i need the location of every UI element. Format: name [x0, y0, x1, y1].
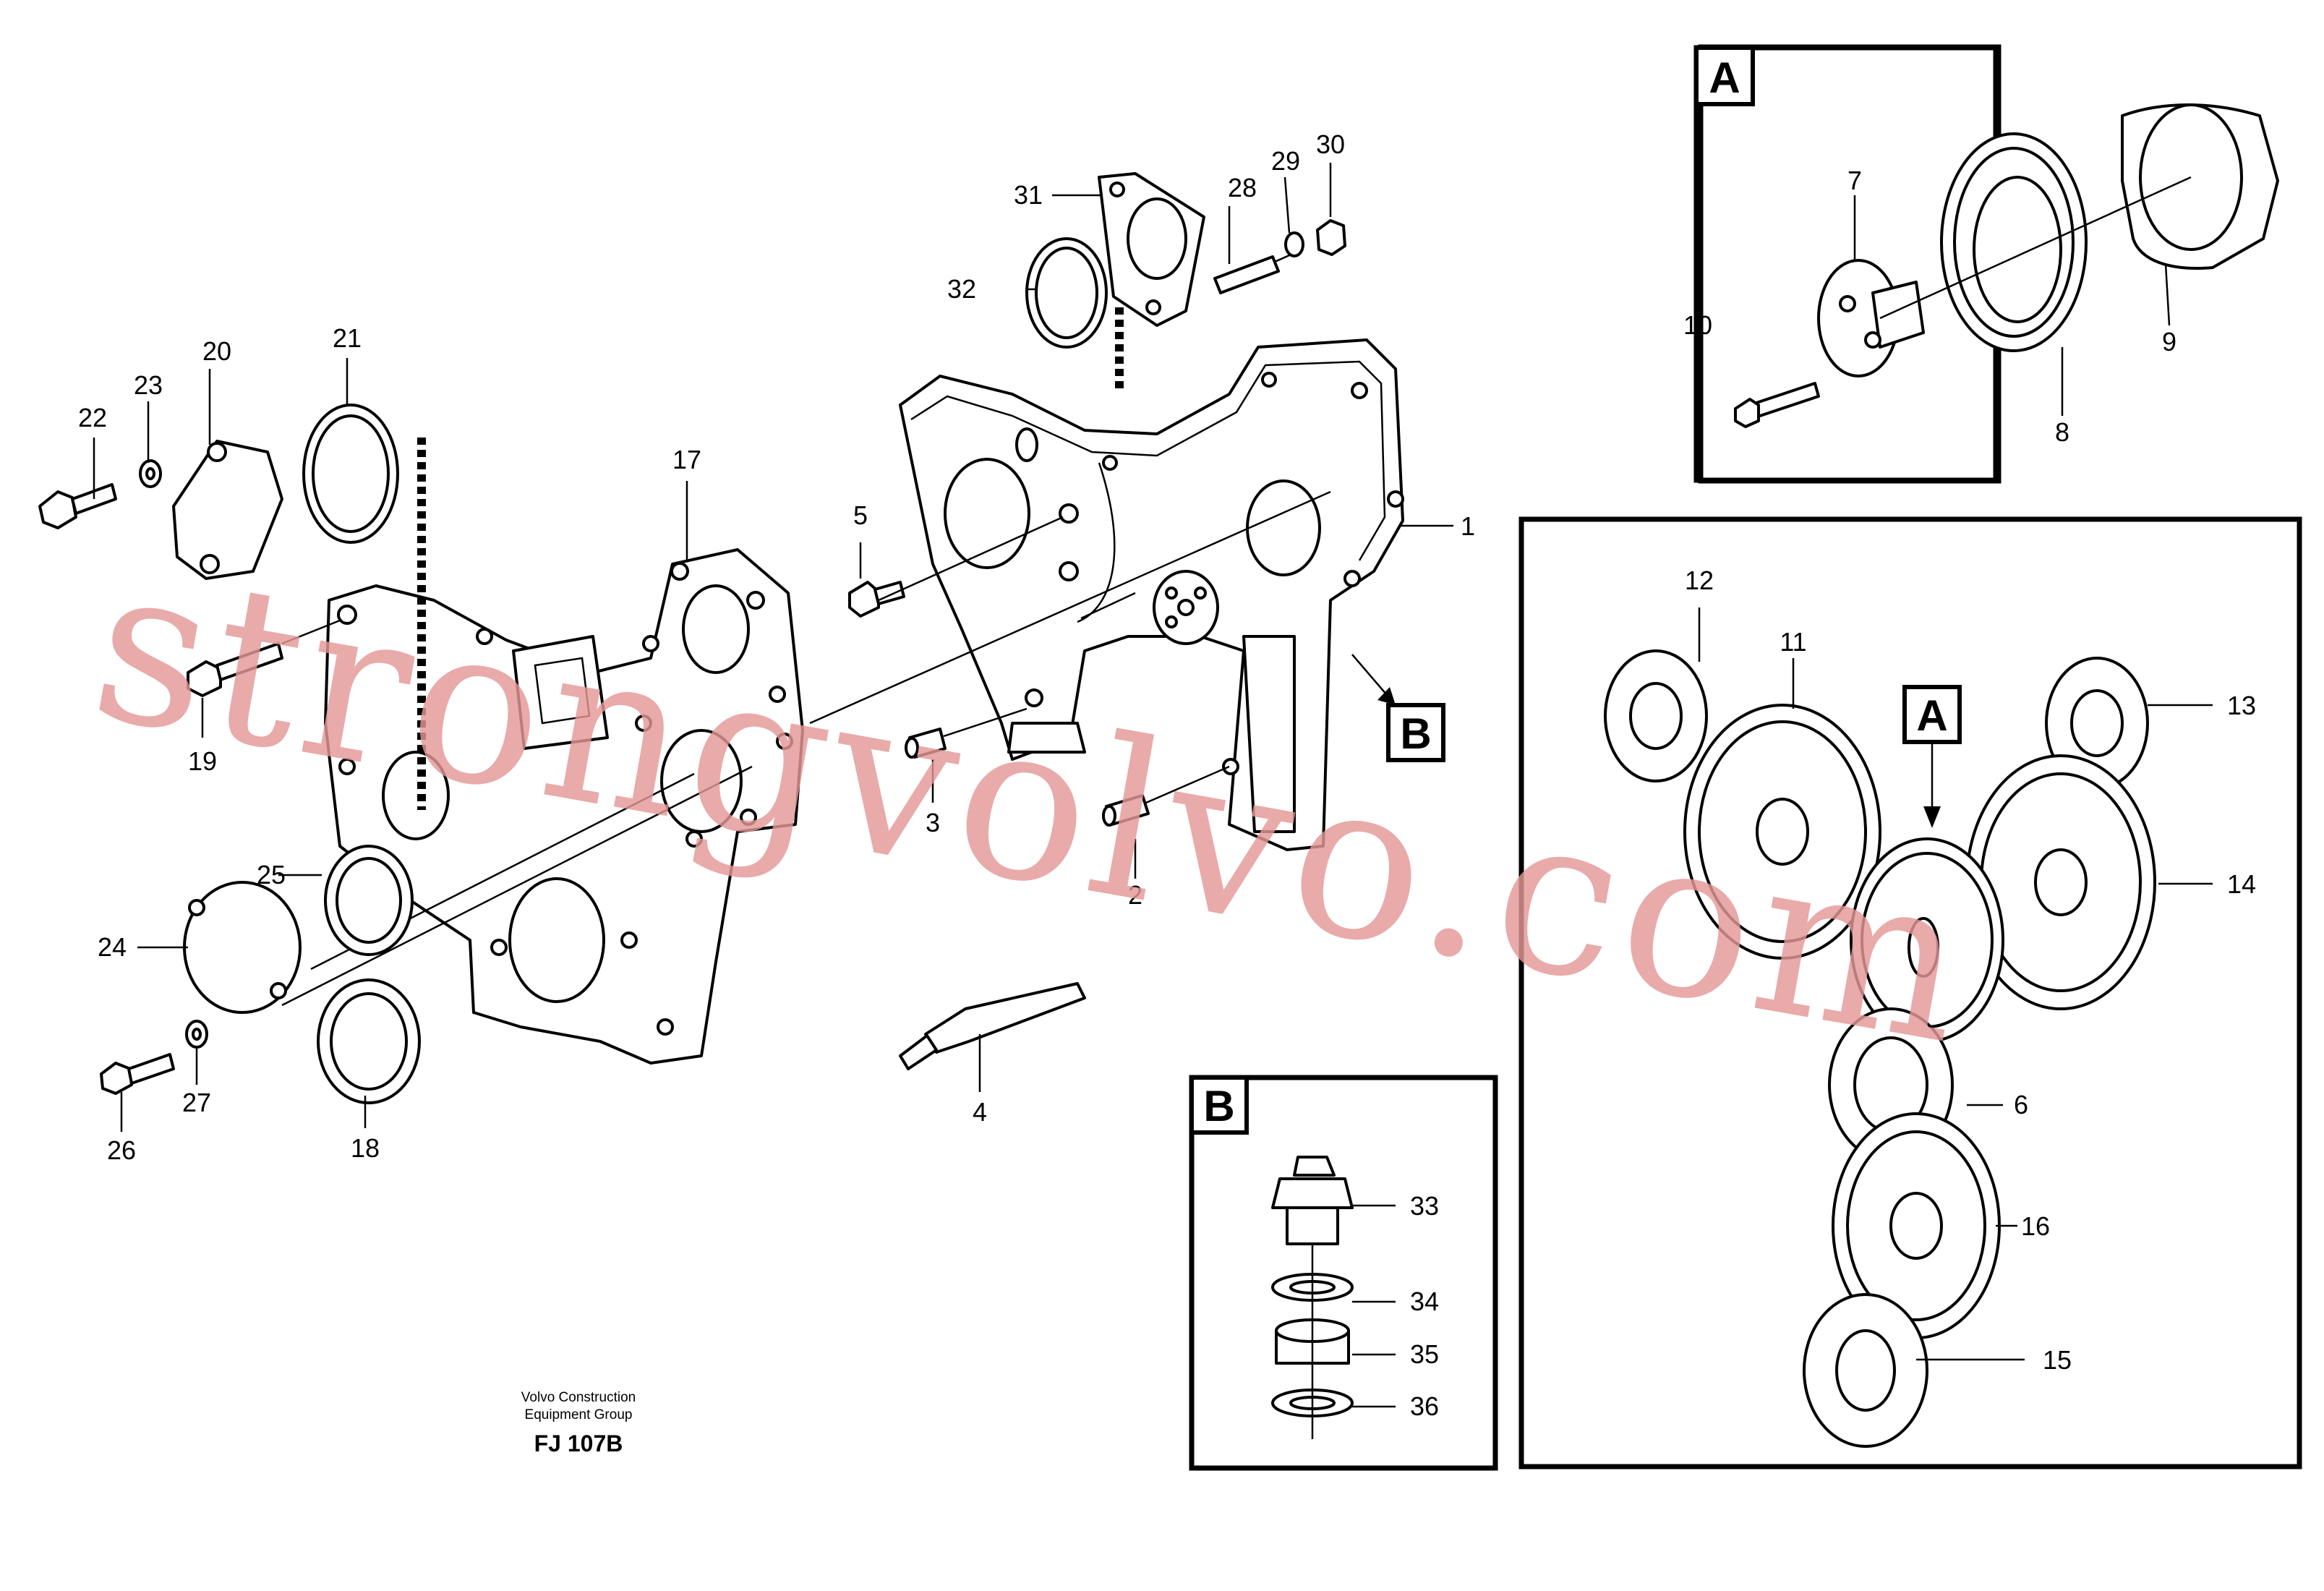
bolt-22: [38, 483, 117, 529]
callout-19: 19: [188, 746, 217, 776]
gear-train: [1604, 649, 2156, 1448]
leader-lines: [93, 163, 2213, 1408]
bolt-26: [100, 1053, 175, 1095]
callout-10: 10: [1683, 310, 1712, 340]
callout-1: 1: [1461, 511, 1475, 541]
publisher-line-2: Equipment Group: [525, 1407, 633, 1422]
callout-22: 22: [78, 403, 107, 432]
callout-32: 32: [947, 274, 976, 304]
callout-2: 2: [1128, 880, 1142, 910]
callout-18: 18: [351, 1133, 380, 1163]
inset-b-label: B: [1203, 1082, 1234, 1130]
gear-train-a-pointer: A: [1902, 685, 1962, 828]
inset-a-parts: [1734, 103, 2279, 428]
callout-27: 27: [182, 1088, 211, 1117]
callout-24: 24: [98, 932, 127, 962]
callout-12: 12: [1685, 566, 1714, 595]
callout-31: 31: [1014, 180, 1043, 210]
callout-6: 6: [2014, 1090, 2028, 1119]
timing-gear-housing: [899, 338, 1404, 851]
stud-28: [1213, 255, 1280, 294]
callout-36: 36: [1410, 1391, 1439, 1421]
washer-29: [1284, 231, 1304, 257]
gear-train-marker-label: A: [1916, 691, 1947, 740]
callout-9: 9: [2162, 327, 2176, 357]
callout-20: 20: [202, 336, 231, 366]
callout-34: 34: [1410, 1287, 1439, 1316]
callout-8: 8: [2055, 417, 2069, 447]
callout-5: 5: [853, 500, 868, 530]
callout-35: 35: [1410, 1339, 1439, 1369]
callout-13: 13: [2227, 691, 2256, 720]
cover-plate-20: [172, 440, 283, 580]
publisher-line-1: Volvo Construction: [521, 1390, 636, 1405]
callout-33: 33: [1410, 1191, 1439, 1221]
callout-numbers: 1 2 3 4 5 6 7 8 9 10 11 12 13 14 15 16 1…: [78, 129, 2256, 1421]
callout-4: 4: [973, 1097, 987, 1127]
dowel-pin-3: [905, 728, 947, 759]
callout-23: 23: [134, 370, 163, 400]
callout-21: 21: [333, 323, 362, 353]
dowel-pin-2: [1102, 794, 1150, 827]
inset-a-label: A: [1709, 54, 1740, 102]
callout-28: 28: [1228, 173, 1257, 202]
bolt-5: [848, 581, 905, 618]
figure-id: FJ 107B: [534, 1430, 623, 1456]
flange-31: [1098, 172, 1205, 327]
seal-25: [324, 845, 414, 956]
callout-14: 14: [2227, 869, 2256, 899]
seal-18: [317, 978, 421, 1104]
washer-27: [185, 1020, 208, 1049]
o-ring-32: [1025, 237, 1108, 349]
o-ring-21: [302, 404, 399, 544]
cover-24: [183, 881, 302, 1014]
inset-b-pointer: B: [1351, 654, 1445, 762]
callout-15: 15: [2043, 1345, 2072, 1375]
callout-3: 3: [926, 808, 940, 837]
washer-23: [139, 459, 162, 488]
callout-7: 7: [1847, 166, 1862, 195]
callout-25: 25: [257, 860, 286, 890]
sealant-tube-4: [899, 982, 1086, 1070]
callout-26: 26: [107, 1135, 136, 1165]
callout-17: 17: [672, 445, 701, 474]
callout-30: 30: [1316, 129, 1345, 159]
cover-marker-label: B: [1400, 709, 1431, 758]
front-cover-17: [324, 548, 804, 1065]
callout-16: 16: [2021, 1211, 2050, 1241]
inset-b-parts: [1271, 1156, 1354, 1439]
callout-11: 11: [1780, 627, 1806, 657]
nut-30: [1316, 219, 1346, 256]
bolt-19: [187, 642, 283, 697]
callout-29: 29: [1271, 146, 1300, 176]
